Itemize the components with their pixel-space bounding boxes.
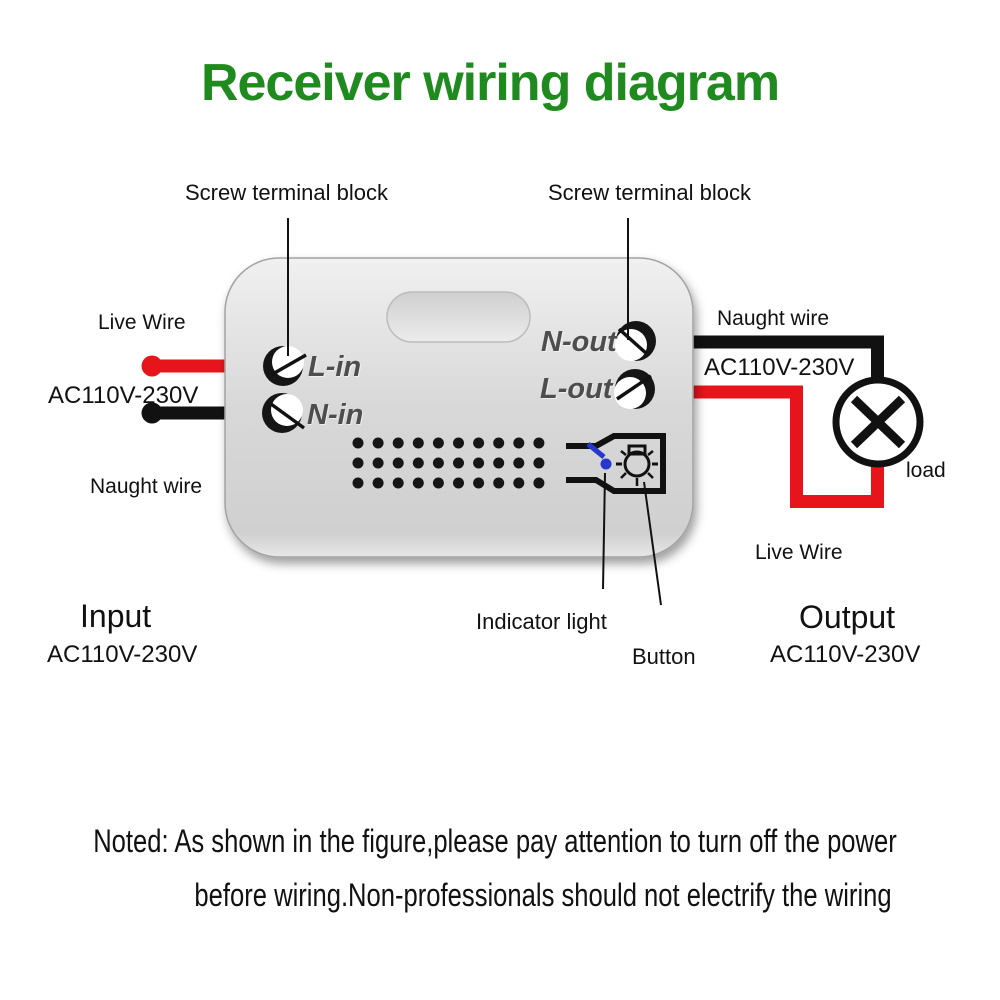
input-voltage-label: AC110V-230V <box>48 382 199 409</box>
terminal-l-in <box>263 346 307 386</box>
indicator-light-dot <box>600 458 612 470</box>
indicator-light-label: Indicator light <box>476 609 607 634</box>
input-voltage-rating: AC110V-230V <box>47 641 198 668</box>
input-live-wire-label: Live Wire <box>98 311 186 334</box>
screw-terminal-label-left: Screw terminal block <box>185 180 388 205</box>
screw-terminal-label-right: Screw terminal block <box>548 180 751 205</box>
load-symbol <box>832 376 924 468</box>
button-icon <box>566 433 666 494</box>
device-top-recess <box>386 291 531 343</box>
lamp-icon <box>616 444 658 486</box>
terminal-n-in <box>262 393 306 433</box>
note-line-2: before wiring.Non-professionals should n… <box>194 877 892 913</box>
page-title: Receiver wiring diagram <box>200 54 780 112</box>
speaker-grille <box>352 437 545 489</box>
leader-indicator <box>602 472 606 590</box>
terminal-label-n-out: N-out <box>541 326 617 358</box>
terminal-label-l-out: L-out <box>540 373 613 405</box>
output-heading: Output <box>799 599 896 635</box>
input-live-wire <box>141 355 228 377</box>
terminal-label-n-in: N-in <box>307 399 364 431</box>
output-live-wire-label: Live Wire <box>755 541 843 564</box>
button-label: Button <box>632 644 696 669</box>
output-voltage-rating: AC110V-230V <box>770 641 921 668</box>
output-live-wire <box>692 385 884 508</box>
terminal-label-l-in: L-in <box>308 351 362 383</box>
input-heading: Input <box>80 598 152 634</box>
load-label: load <box>906 459 946 482</box>
indicator-accent <box>586 442 606 459</box>
terminal-l-out <box>614 369 655 409</box>
input-neutral-wire <box>141 402 228 424</box>
output-neutral-wire <box>692 335 884 381</box>
input-neutral-wire-label: Naught wire <box>90 475 203 498</box>
output-voltage-label: AC110V-230V <box>704 354 855 381</box>
note-line-1: Noted: As shown in the figure,please pay… <box>93 823 897 859</box>
output-neutral-wire-label: Naught wire <box>717 307 830 330</box>
leader-button <box>643 481 662 606</box>
terminal-n-out <box>615 321 656 361</box>
